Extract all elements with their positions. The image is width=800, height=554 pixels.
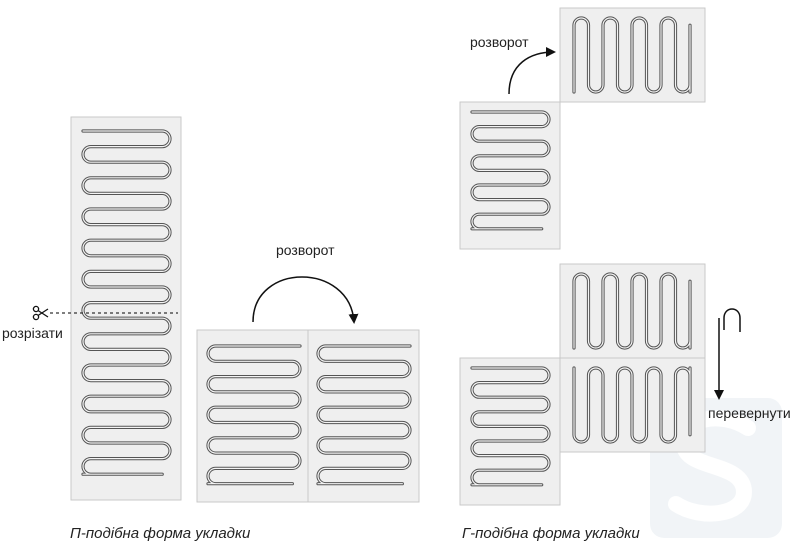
heating-cable <box>207 345 301 485</box>
bottom-left-mat-cable <box>470 366 551 487</box>
bottom-right-mat-cable <box>572 366 692 444</box>
turn-arrow-left <box>252 276 359 324</box>
wide-mat-left-cable <box>206 344 302 486</box>
cut-label: розрізати <box>2 325 63 341</box>
tall-mat <box>70 116 182 501</box>
heating-cable <box>573 273 691 349</box>
top-right-mat-cable <box>572 16 692 94</box>
heating-cable <box>82 130 171 475</box>
heating-cable <box>317 345 411 485</box>
l-shape-group: розворот перевернути Г-подібна форма укл… <box>459 7 791 542</box>
heating-cable <box>573 17 691 93</box>
flip-arrow-hook <box>723 308 741 332</box>
wide-mat-right-cable <box>316 344 412 486</box>
flip-label: перевернути <box>708 405 791 421</box>
flip-source-mat-cable <box>572 272 692 350</box>
top-left-mat-cable <box>470 110 551 231</box>
caption-u-shape: П-подібна форма укладки <box>70 525 251 542</box>
scissors-icon <box>32 305 49 321</box>
u-shape-group: розрізати розворот П-подібна форма уклад… <box>2 116 420 542</box>
turn-arrow-right <box>508 47 556 95</box>
heating-cable <box>471 367 550 486</box>
turn-label-left: розворот <box>276 242 335 258</box>
tall-mat-cable <box>81 129 172 476</box>
turn-label-right: розворот <box>470 34 529 50</box>
heating-cable <box>471 111 550 230</box>
caption-l-shape: Г-подібна форма укладки <box>462 525 640 542</box>
heating-cable <box>573 367 691 443</box>
